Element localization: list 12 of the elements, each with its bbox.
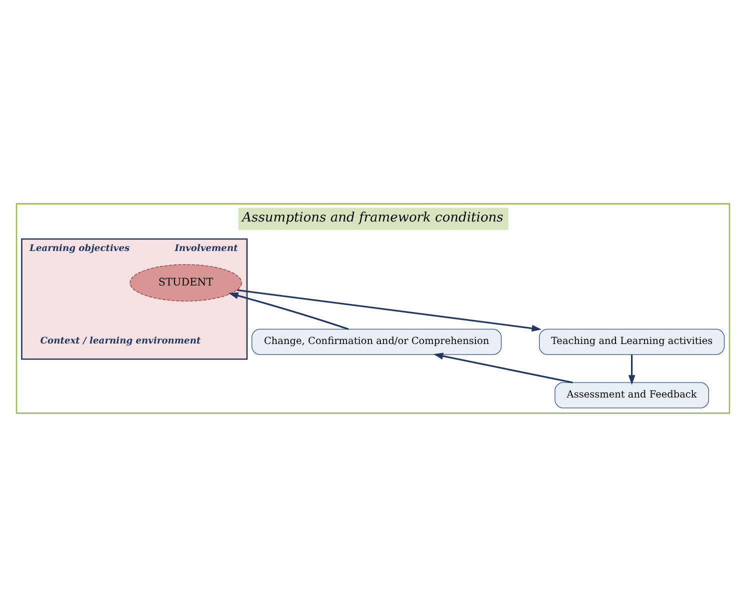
node-label: Context / learning environment: [40, 335, 201, 346]
node-box: Teaching and Learning activities: [539, 328, 725, 354]
arrow: [228, 292, 349, 330]
arrow: [237, 288, 542, 332]
arrow: [628, 354, 636, 384]
arrow: [433, 352, 573, 383]
node-box: Assessment and Feedback: [554, 382, 709, 408]
node-ellipse: STUDENT: [130, 264, 242, 301]
node-label: Learning objectives: [30, 242, 130, 254]
node-box: Change, Confirmation and/or Comprehension: [252, 328, 502, 354]
node-label: Involvement: [174, 242, 238, 254]
cluster: [21, 238, 248, 360]
